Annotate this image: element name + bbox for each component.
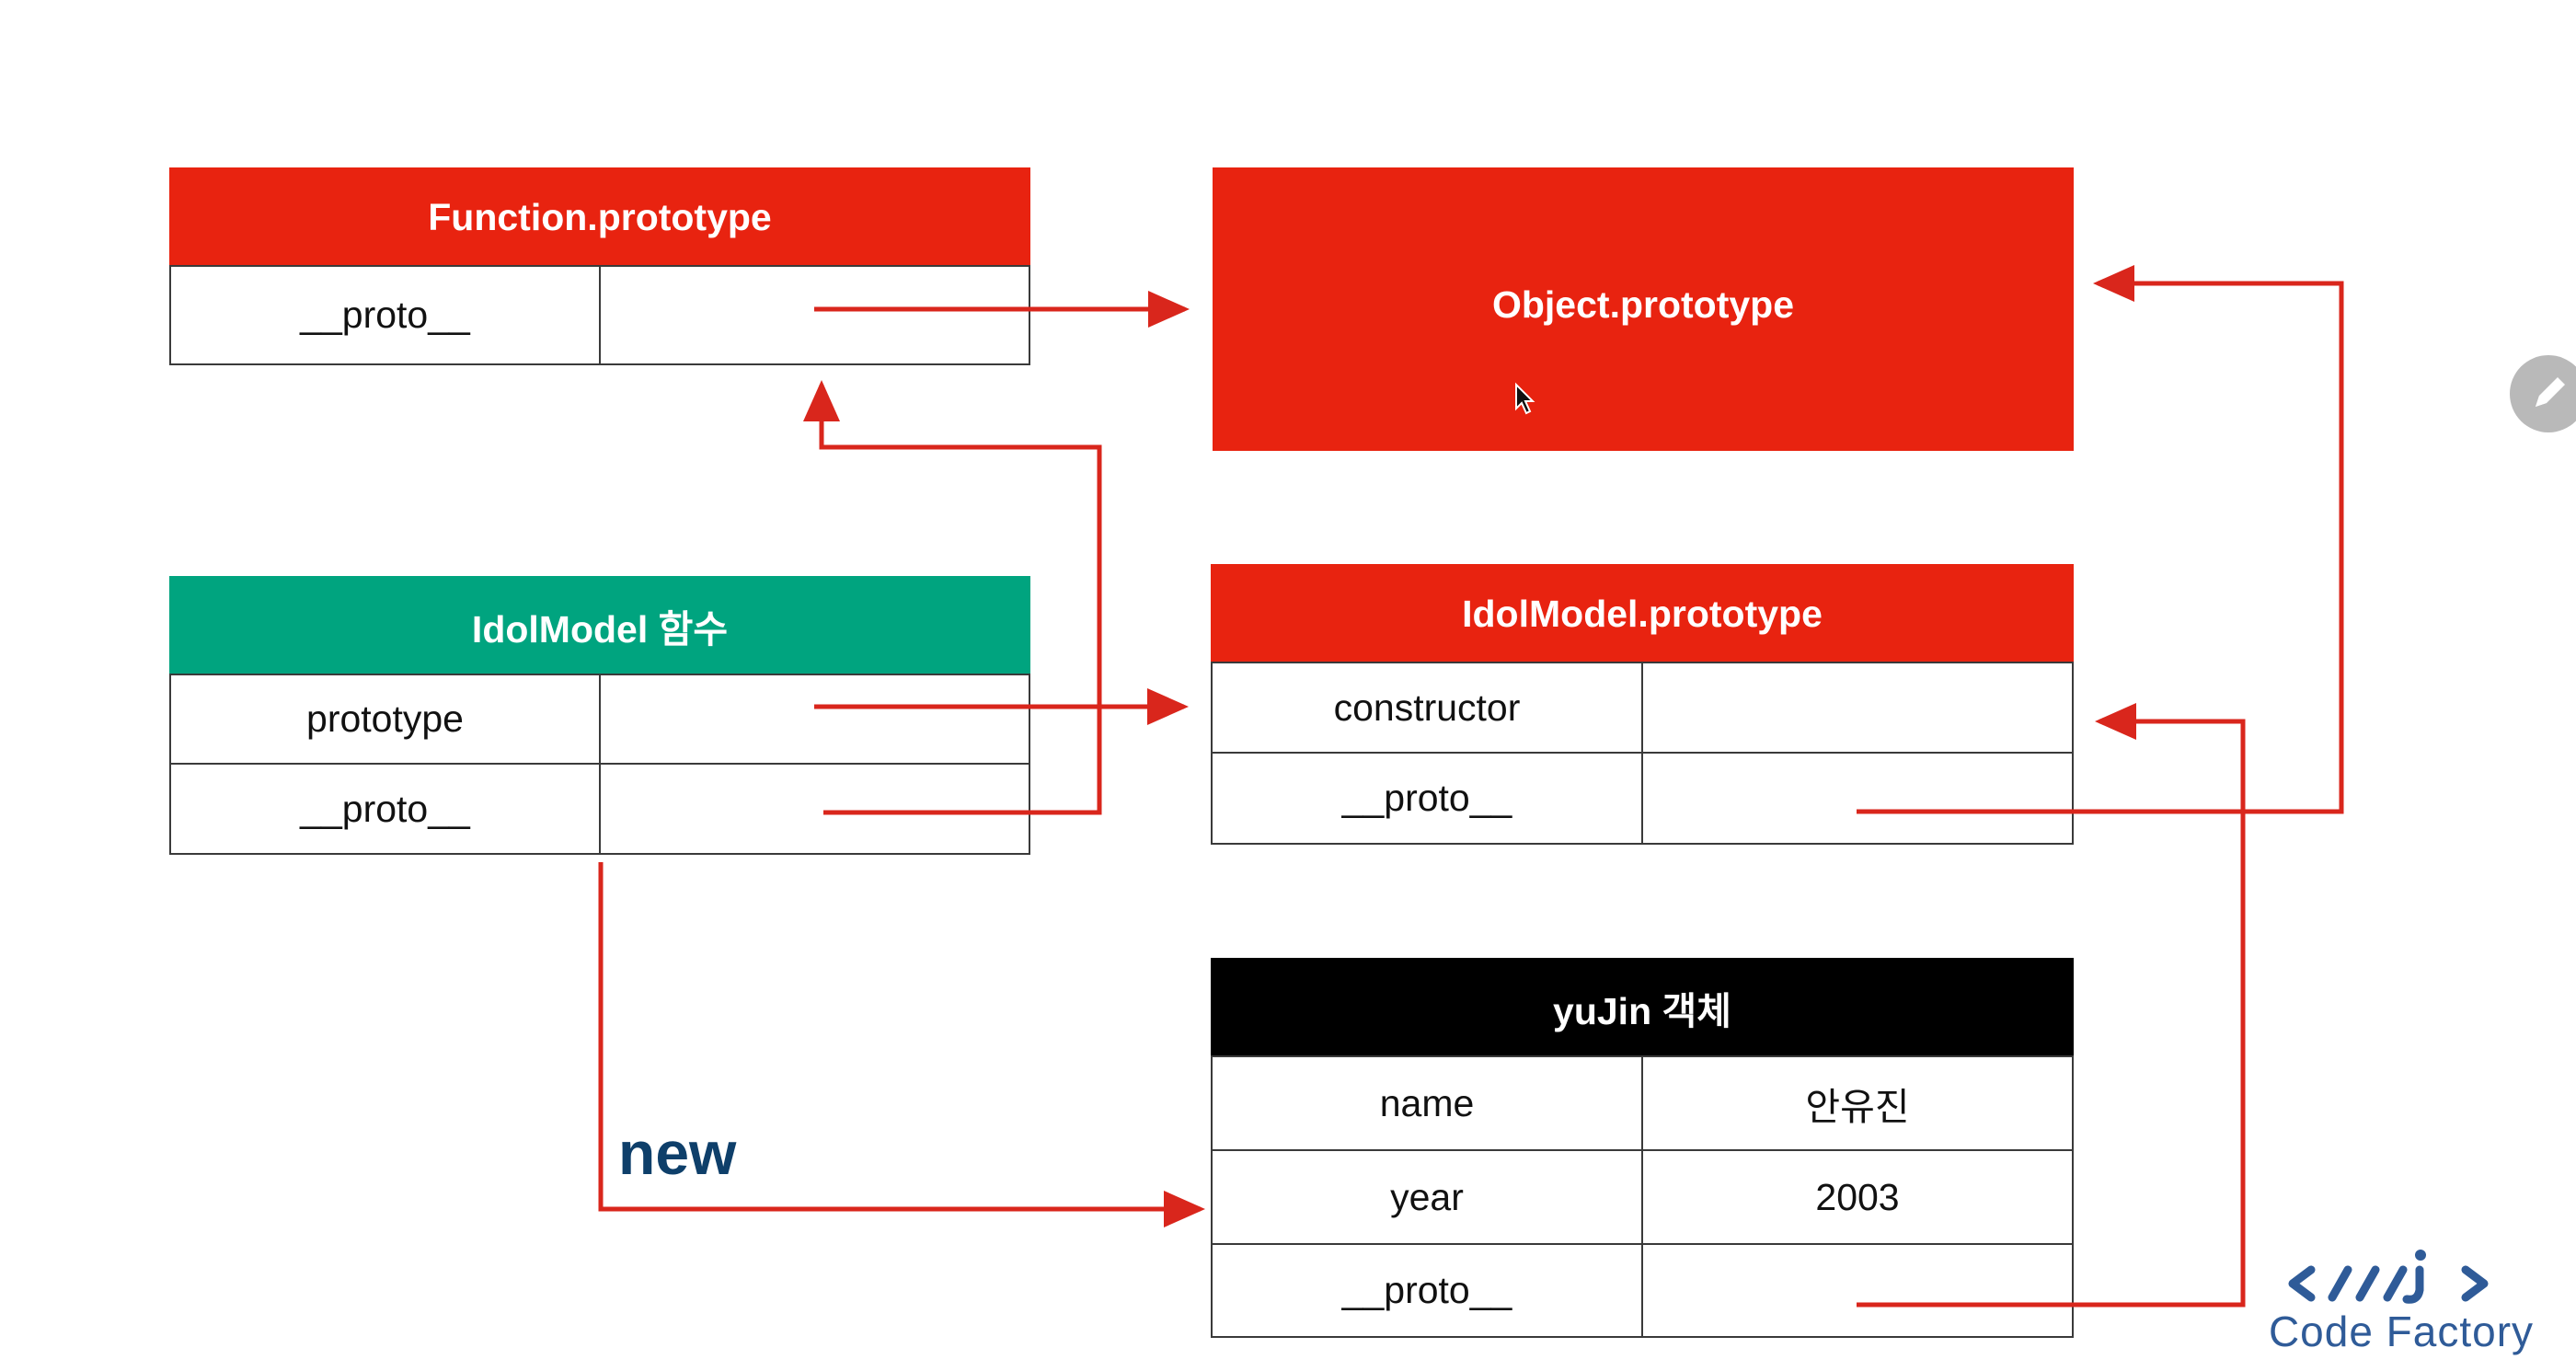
yujin-object-row-year: year 2003: [1211, 1151, 2074, 1245]
table-cell-key: year: [1213, 1151, 1643, 1243]
yujin-object-title: yuJin 객체: [1553, 990, 1731, 1032]
table-cell-key: constructor: [1213, 663, 1643, 752]
arrow-new-instance: [598, 862, 1205, 1227]
idolmodel-prototype-box: IdolModel.prototype constructor __proto_…: [1211, 564, 2074, 845]
function-prototype-box: Function.prototype __proto__: [169, 167, 1030, 365]
idolmodel-prototype-row-proto: __proto__: [1211, 754, 2074, 845]
idolmodel-prototype-title: IdolModel.prototype: [1462, 592, 1823, 635]
table-cell-key: __proto__: [171, 267, 601, 363]
idolmodel-function-title: IdolModel 함수: [471, 608, 729, 651]
idolmodel-function-row-proto: __proto__: [169, 765, 1030, 855]
idolmodel-function-header: IdolModel 함수: [169, 576, 1030, 675]
yujin-object-header: yuJin 객체: [1211, 958, 2074, 1057]
edit-button[interactable]: [2510, 355, 2576, 432]
idolmodel-prototype-row-constructor: constructor: [1211, 662, 2074, 754]
yujin-object-row-name: name 안유진: [1211, 1055, 2074, 1151]
table-cell-key: __proto__: [1213, 754, 1643, 843]
table-cell-key: name: [1213, 1057, 1643, 1149]
function-prototype-title: Function.prototype: [428, 195, 772, 238]
table-cell-value: 안유진: [1805, 1086, 1910, 1128]
table-cell-value: 2003: [1815, 1175, 1900, 1218]
idolmodel-prototype-header: IdolModel.prototype: [1211, 564, 2074, 663]
function-prototype-row-proto: __proto__: [169, 265, 1030, 365]
function-prototype-header: Function.prototype: [169, 167, 1030, 267]
object-prototype-box: Object.prototype: [1213, 167, 2074, 451]
idolmodel-function-box: IdolModel 함수 prototype __proto__: [169, 576, 1030, 855]
table-cell-key: prototype: [171, 675, 601, 763]
yujin-object-box: yuJin 객체 name 안유진 year 2003 __proto__: [1211, 958, 2074, 1338]
object-prototype-title: Object.prototype: [1491, 282, 1795, 326]
yujin-object-row-proto: __proto__: [1211, 1245, 2074, 1338]
code-factory-logo-text: Code Factory: [2268, 1308, 2535, 1355]
new-label: new: [618, 1119, 737, 1187]
arrow-yujin-proto-to-idolmodel-prototype: [1857, 703, 2246, 1308]
idolmodel-function-row-prototype: prototype: [169, 674, 1030, 765]
code-factory-logo: Code Factory: [2245, 1224, 2558, 1371]
code-factory-logo-icon: [2288, 1250, 2489, 1304]
arrow-idolmodel-proto-to-function: [803, 380, 1102, 815]
edit-pencil-icon: [2536, 377, 2565, 407]
arrow-idolmodel-prototype-proto-to-object: [1857, 265, 2344, 814]
table-cell-key: __proto__: [171, 765, 601, 853]
mouse-cursor-icon: [1515, 382, 1535, 415]
table-cell-key: __proto__: [1213, 1245, 1643, 1336]
